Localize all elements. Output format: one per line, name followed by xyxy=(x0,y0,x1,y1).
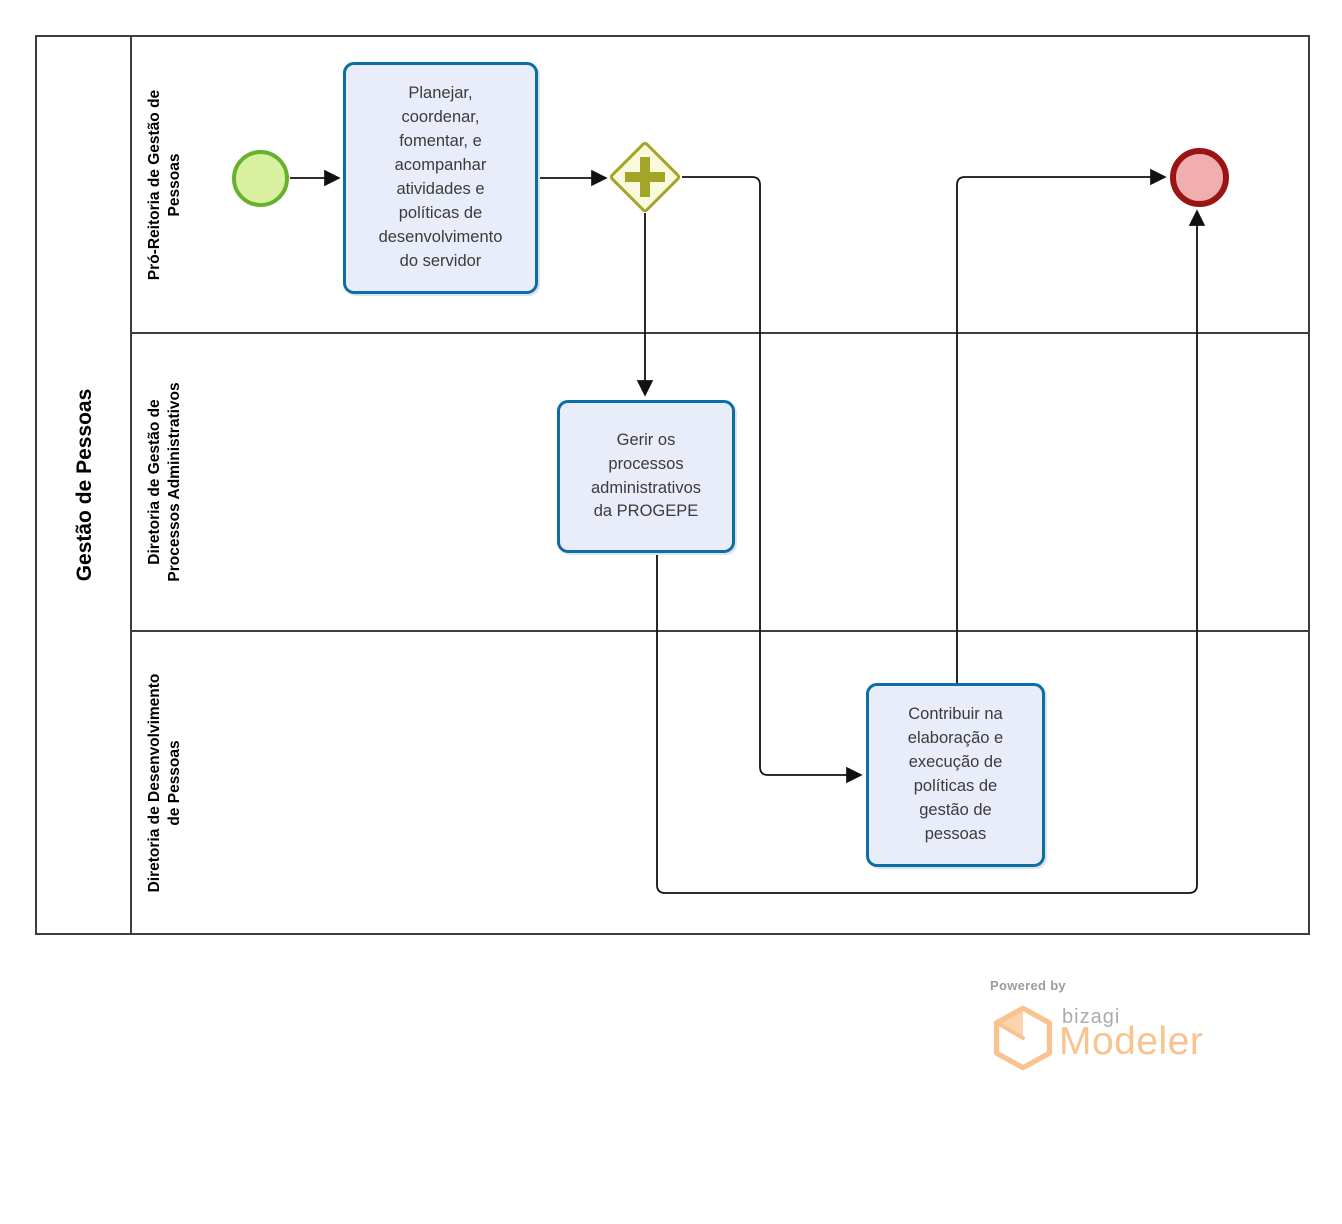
flow-task-gerir-to-end[interactable] xyxy=(656,209,1206,894)
start-event[interactable] xyxy=(232,150,289,207)
modeler-wordmark: Modeler xyxy=(1059,1020,1204,1063)
bizagi-wordmark: bizagi xyxy=(1062,1006,1121,1028)
lane-container: Pró-Reitoria de Gestão de Pessoas Direto… xyxy=(132,37,1308,933)
lane-diretoria-processos: Diretoria de Gestão de Processos Adminis… xyxy=(132,334,1308,632)
flow-gateway-to-task-contribuir[interactable] xyxy=(682,176,863,784)
lane-pro-reitoria: Pró-Reitoria de Gestão de Pessoas xyxy=(132,37,1308,334)
task-contribuir[interactable]: Contribuir na elaboração e execução de p… xyxy=(866,683,1045,867)
pool-gestao-de-pessoas: Gestão de Pessoas Pró-Reitoria de Gestão… xyxy=(35,35,1310,935)
bizagi-hexagon-icon xyxy=(993,1005,1053,1071)
flow-task-contribuir-to-end[interactable] xyxy=(956,168,1167,683)
task-planejar-label: Planejar, coordenar, fomentar, e acompan… xyxy=(378,84,503,270)
task-gerir-processos[interactable]: Gerir os processos administrativos da PR… xyxy=(557,400,735,553)
bizagi-branding: Powered by bizagi Modeler xyxy=(988,978,1248,1078)
plus-icon xyxy=(625,157,665,197)
powered-by-label: Powered by xyxy=(990,978,1066,993)
task-gerir-label: Gerir os processos administrativos da PR… xyxy=(590,430,702,521)
end-event[interactable] xyxy=(1170,148,1229,207)
pool-label-column: Gestão de Pessoas xyxy=(37,37,132,933)
task-planejar[interactable]: Planejar, coordenar, fomentar, e acompan… xyxy=(343,62,538,294)
task-contribuir-label: Contribuir na elaboração e execução de p… xyxy=(907,705,1004,843)
